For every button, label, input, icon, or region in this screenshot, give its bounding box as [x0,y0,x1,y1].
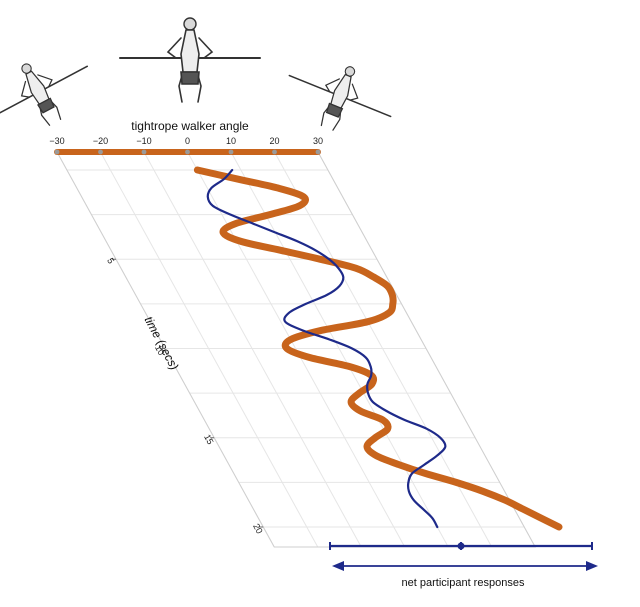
grid-line-vertical [100,151,319,548]
series-layer [193,166,563,531]
top-axis-tick-label: −20 [93,136,108,146]
time-axis-tick-label: 5 [105,256,116,265]
walker-left-icon [0,63,88,126]
top-axis-title: tightrope walker angle [131,119,249,133]
bottom-axis-title: net participant responses [402,577,525,589]
grid-line-vertical [274,151,493,548]
series-line-angle [193,166,563,531]
bottom-axis-center-dot [457,542,465,550]
top-axis-tick [54,149,60,155]
time-axis-tick-label: 15 [202,433,216,447]
arrow-left-icon [332,561,344,571]
top-axis: tightrope walker angle −30 −20 −10 0 10 20 30 [49,119,323,155]
top-axis-tick [272,149,277,155]
walker-center-icon [119,17,261,103]
top-axis-tick [141,149,147,155]
time-axis-tick-label: 20 [251,522,265,536]
walker-right-icon [288,66,392,131]
top-axis-tick-label: −30 [49,136,64,146]
bottom-axis: net participant responses [329,542,598,589]
time-axis-tick-label: 10 [153,343,167,357]
top-axis-tick [185,149,190,155]
series-line-responses [206,168,447,529]
top-axis-tick-label: −10 [136,136,151,146]
walker-figures [0,17,392,131]
top-axis-tick-label: 20 [269,136,279,146]
arrow-right-icon [586,561,598,571]
grid-line-vertical [143,151,362,548]
top-axis-tick [98,149,103,155]
top-axis-tick-label: 10 [226,136,236,146]
top-axis-tick-label: 30 [313,136,323,146]
top-axis-tick-label: 0 [185,136,190,146]
grid-line-vertical [230,151,449,548]
top-axis-tick [228,149,234,155]
top-axis-tick [315,149,321,155]
